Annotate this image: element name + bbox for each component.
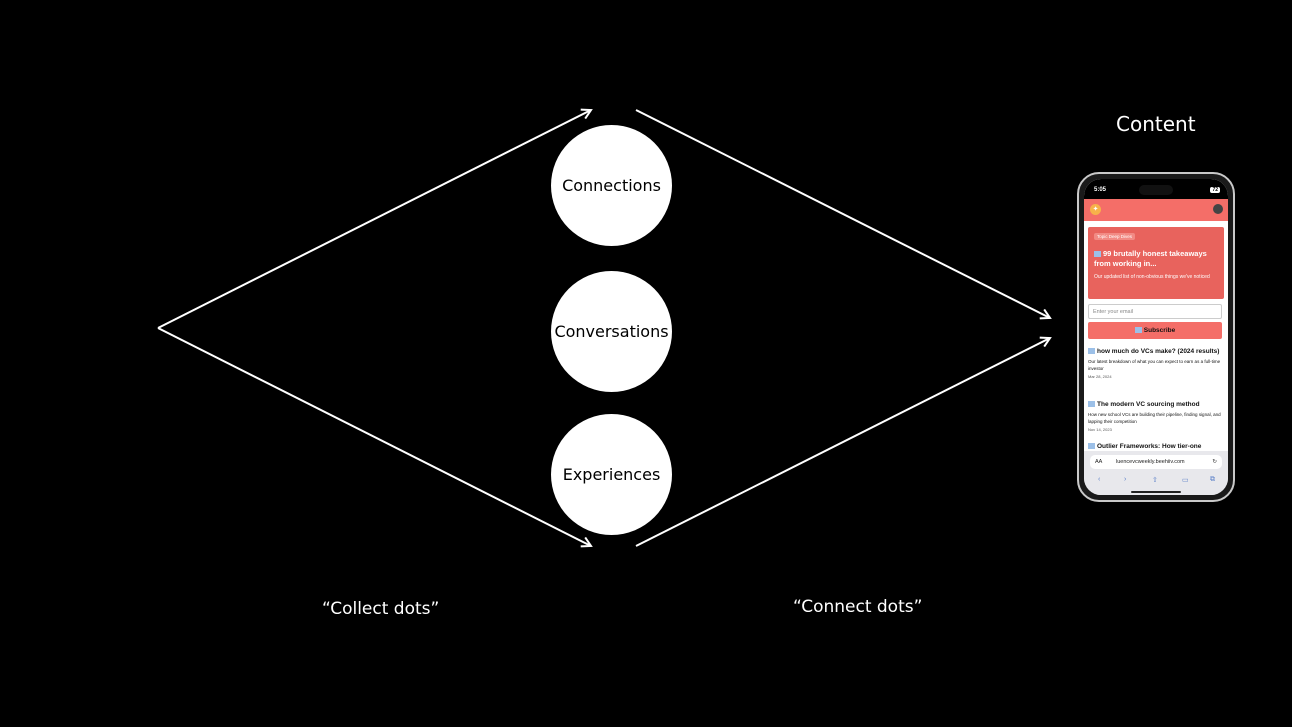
url-text: luencevcweekly.beehiiv.com [1116, 459, 1185, 465]
reader-aa-button[interactable]: AA [1095, 459, 1103, 465]
node-experiences: Experiences [551, 414, 672, 535]
thumbnail-icon [1088, 443, 1095, 450]
back-icon[interactable]: ‹ [1098, 476, 1101, 483]
status-time: 5:05 [1094, 187, 1107, 193]
node-label: Conversations [554, 322, 669, 341]
post-date: Mar 28, 2024 [1088, 374, 1112, 379]
post-description: Our latest breakdown of what you can exp… [1088, 359, 1221, 371]
post-title: how much do VCs make? (2024 results) [1088, 347, 1222, 356]
list-item[interactable]: The modern VC sourcing method How new sc… [1088, 400, 1222, 432]
app-header: ✦ [1084, 199, 1228, 221]
featured-post-subtitle: Our updated list of non-obvious things w… [1094, 274, 1210, 280]
arrow-connect-lower [635, 338, 1050, 547]
phone-screen: 5:05 72 ✦ Topic Deep Dives 99 brutally h… [1084, 179, 1228, 495]
share-icon[interactable]: ⇧ [1152, 477, 1158, 484]
list-item[interactable]: Outlier Frameworks: How tier-one [1088, 442, 1222, 451]
thumbnail-icon [1094, 251, 1101, 258]
bookmarks-icon[interactable]: ▭ [1182, 477, 1189, 484]
tabs-icon[interactable]: ⧉ [1210, 476, 1215, 483]
thumbnail-icon [1088, 348, 1095, 355]
collect-dots-caption: “Collect dots” [322, 599, 440, 619]
post-date: Nov 14, 2023 [1088, 427, 1112, 432]
arrow-collect-lower [157, 327, 591, 546]
arrow-collect-upper [157, 110, 591, 329]
thumbnail-icon [1134, 327, 1142, 334]
arrow-connect-upper [635, 109, 1050, 318]
home-indicator [1131, 491, 1181, 493]
node-label: Connections [562, 176, 661, 195]
post-title: The modern VC sourcing method [1088, 400, 1222, 409]
phone-mockup: 5:05 72 ✦ Topic Deep Dives 99 brutally h… [1077, 172, 1235, 502]
connect-dots-caption: “Connect dots” [793, 597, 923, 617]
node-conversations: Conversations [551, 271, 672, 392]
post-tag: Topic Deep Dives [1094, 233, 1136, 240]
browser-toolbar: AA luencevcweekly.beehiiv.com ↻ ‹ › ⇧ ▭ … [1084, 451, 1228, 495]
reload-icon[interactable]: ↻ [1212, 459, 1217, 465]
node-connections: Connections [551, 125, 672, 246]
status-bar: 5:05 72 [1084, 179, 1228, 199]
node-label: Experiences [562, 465, 661, 484]
post-title: Outlier Frameworks: How tier-one [1088, 442, 1222, 451]
content-title: Content [1116, 112, 1196, 136]
logo-icon[interactable]: ✦ [1090, 204, 1101, 215]
post-description: How new school VCs are building their pi… [1088, 412, 1221, 424]
forward-icon[interactable]: › [1124, 476, 1127, 483]
email-field[interactable]: Enter your email [1088, 304, 1222, 319]
subscribe-button[interactable]: Subscribe [1088, 322, 1222, 339]
address-bar[interactable]: AA luencevcweekly.beehiiv.com ↻ [1090, 455, 1222, 469]
featured-post[interactable]: Topic Deep Dives 99 brutally honest take… [1088, 227, 1224, 299]
list-item[interactable]: how much do VCs make? (2024 results) Our… [1088, 347, 1222, 379]
thumbnail-icon [1088, 401, 1095, 408]
featured-post-title: 99 brutally honest takeaways from workin… [1094, 249, 1207, 268]
dynamic-island [1139, 185, 1173, 195]
avatar[interactable] [1213, 204, 1223, 214]
battery-icon: 72 [1210, 187, 1220, 193]
